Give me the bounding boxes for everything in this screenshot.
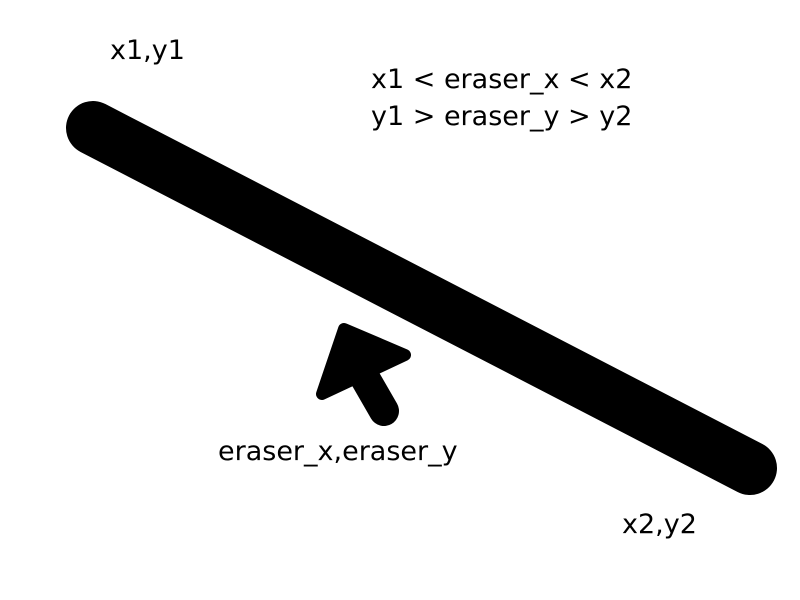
end-point-label: x2,y2	[622, 509, 697, 540]
condition-y-label: y1 > eraser_y > y2	[371, 101, 632, 132]
eraser-point-label: eraser_x,eraser_y	[218, 436, 458, 467]
line-segment	[66, 101, 777, 495]
condition-x-label: x1 < eraser_x < x2	[371, 64, 632, 95]
arrow-head	[316, 323, 411, 400]
arrow-pointer-icon	[316, 323, 411, 426]
start-point-label: x1,y1	[110, 35, 185, 66]
